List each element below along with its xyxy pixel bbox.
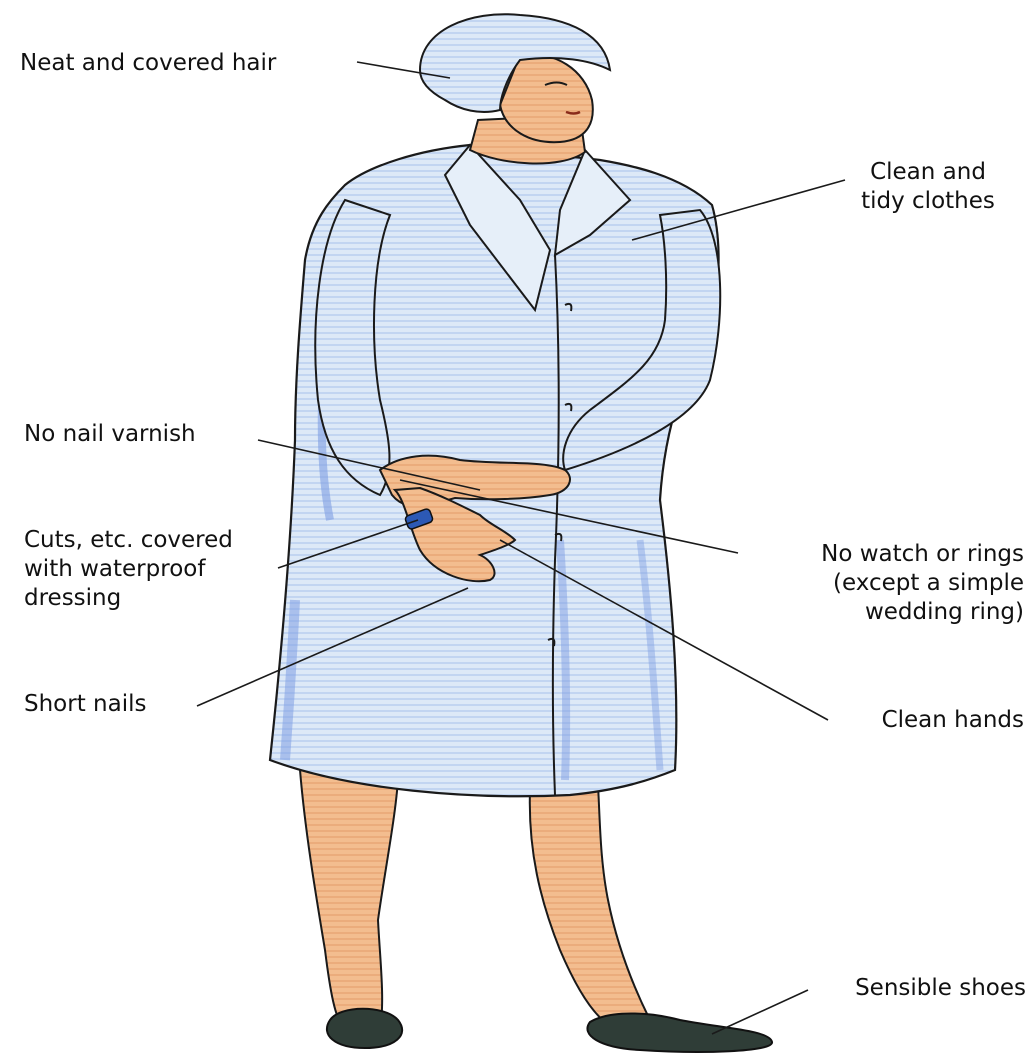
- label-watch: No watch or rings (except a simple weddi…: [742, 540, 1024, 627]
- label-watch-line-3: wedding ring): [742, 598, 1024, 627]
- label-varnish-line-1: No nail varnish: [24, 420, 196, 449]
- label-hands: Clean hands: [824, 706, 1024, 735]
- label-varnish: No nail varnish: [24, 420, 196, 449]
- shoes: [327, 1009, 772, 1052]
- label-shoes-line-1: Sensible shoes: [808, 974, 1026, 1003]
- leader-shoes: [712, 990, 808, 1034]
- label-hair-line-1: Neat and covered hair: [20, 49, 276, 78]
- label-cuts-line-2: with waterproof: [24, 555, 233, 584]
- label-cuts: Cuts, etc. covered with waterproof dress…: [24, 526, 233, 613]
- label-clothes-line-2: tidy clothes: [838, 187, 1018, 216]
- label-clothes: Clean and tidy clothes: [838, 158, 1018, 216]
- legs: [300, 770, 650, 1030]
- label-watch-line-2: (except a simple: [742, 569, 1024, 598]
- label-cuts-line-1: Cuts, etc. covered: [24, 526, 233, 555]
- label-watch-line-1: No watch or rings: [742, 540, 1024, 569]
- label-cuts-line-3: dressing: [24, 584, 233, 613]
- label-hair: Neat and covered hair: [20, 49, 276, 78]
- label-hands-line-1: Clean hands: [824, 706, 1024, 735]
- label-nails-line-1: Short nails: [24, 690, 146, 719]
- label-shoes: Sensible shoes: [808, 974, 1026, 1003]
- label-nails: Short nails: [24, 690, 146, 719]
- label-clothes-line-1: Clean and: [838, 158, 1018, 187]
